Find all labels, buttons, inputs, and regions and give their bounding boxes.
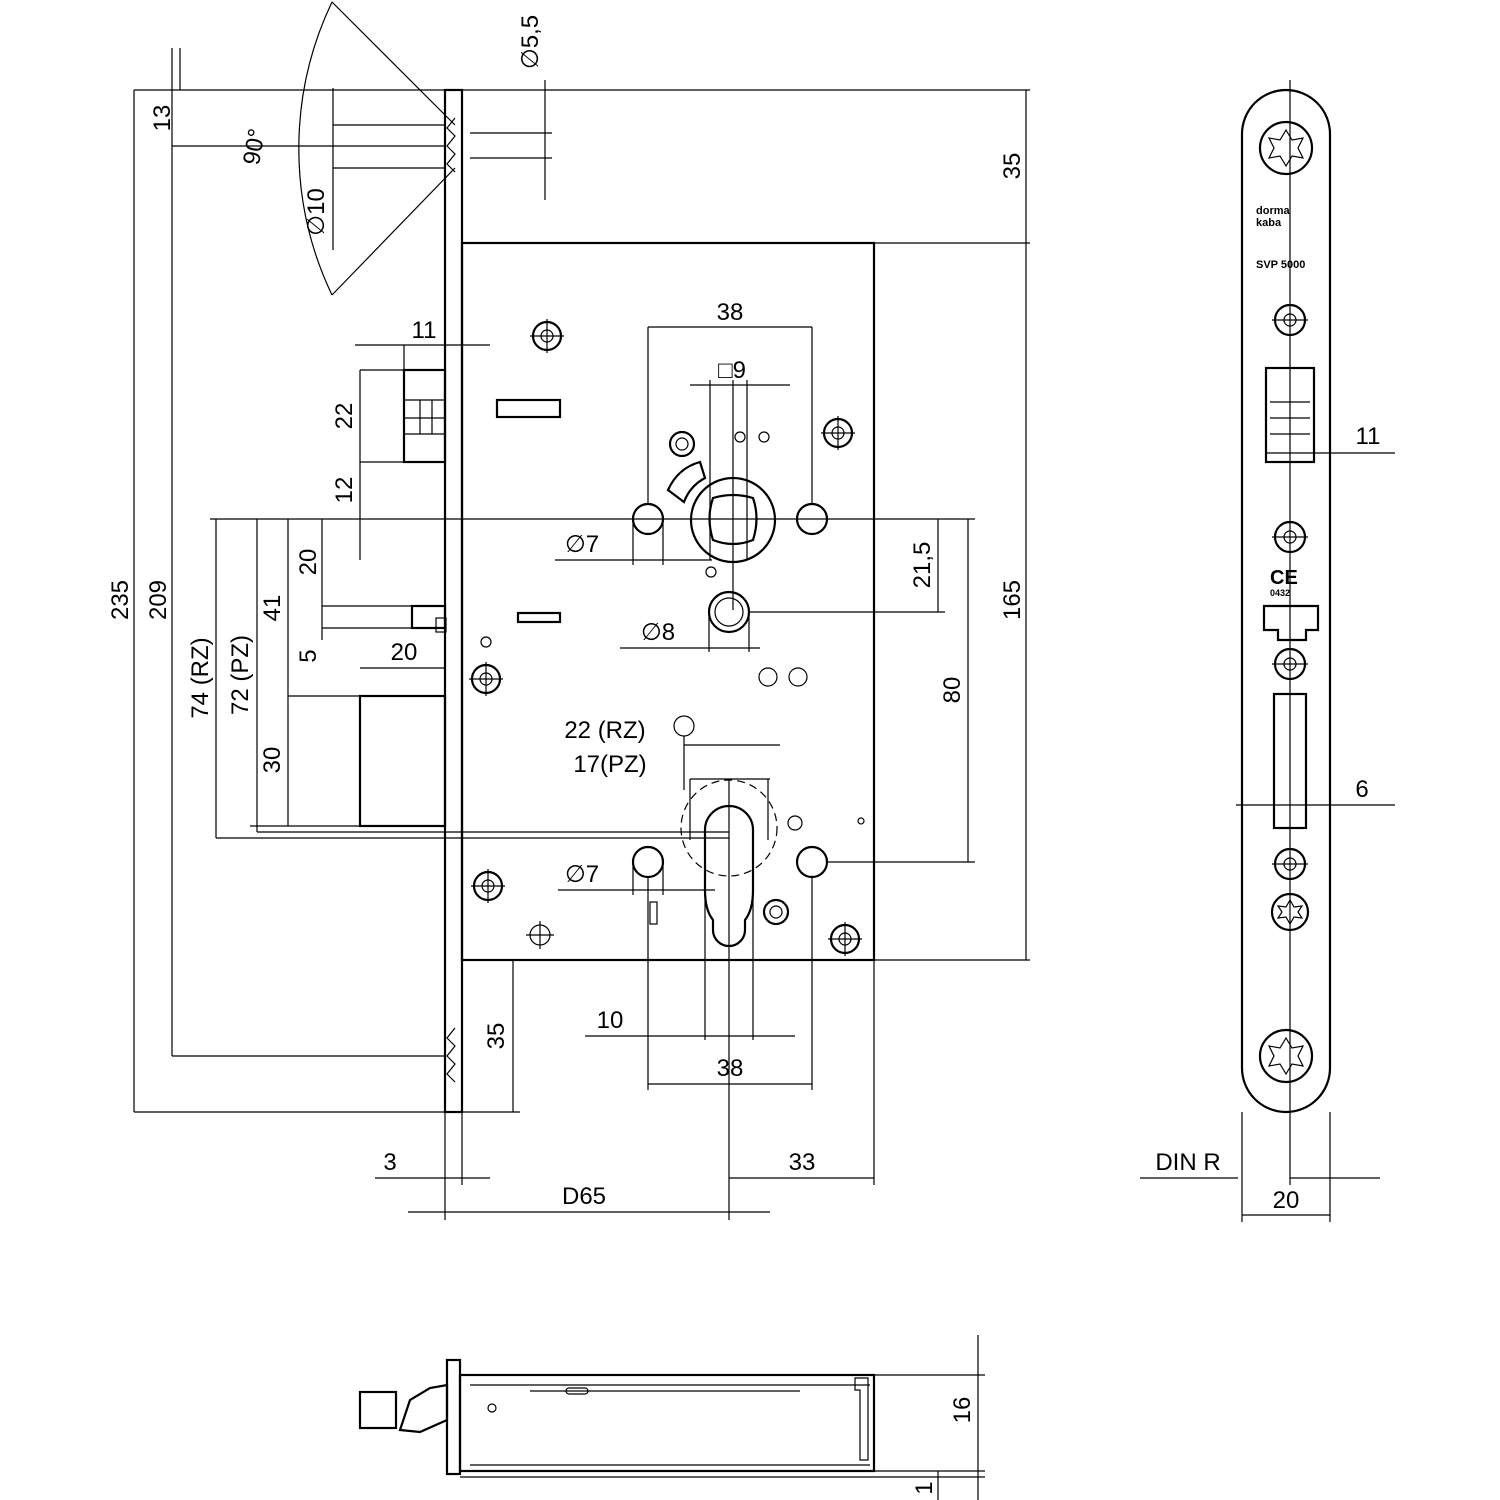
model-label: SVP 5000 bbox=[1256, 259, 1305, 271]
through-hole-lower-left bbox=[631, 845, 665, 879]
dim-209: 209 bbox=[145, 580, 172, 620]
dim-12: 12 bbox=[331, 477, 358, 504]
side-view: 16 1 bbox=[358, 1335, 985, 1500]
dim-dia-10: ∅10 bbox=[303, 188, 330, 236]
dim-235: 235 bbox=[107, 580, 134, 620]
small-pins bbox=[480, 431, 865, 949]
faceplate-outline bbox=[1240, 88, 1332, 1114]
spindle-hub bbox=[689, 380, 777, 610]
dim-dia-7-bottom: ∅7 bbox=[565, 861, 599, 888]
dim-20-horizontal: 20 bbox=[391, 639, 418, 666]
dim-13: 13 bbox=[149, 105, 176, 132]
dim-41: 41 bbox=[259, 595, 286, 622]
forend-screw-top bbox=[446, 117, 456, 173]
dim-74-rz: 74 (RZ) bbox=[187, 637, 214, 718]
screw-low-1 bbox=[471, 869, 505, 903]
screw-top-2 bbox=[821, 416, 855, 450]
dim-72-pz: 72 (PZ) bbox=[227, 635, 254, 715]
screw-mid bbox=[469, 662, 503, 696]
side-case bbox=[458, 1373, 876, 1473]
forend-screw-bottom bbox=[446, 1027, 456, 1083]
side-dim-1: 1 bbox=[911, 1481, 938, 1494]
angle-arc bbox=[298, 1, 333, 296]
dim-21-5: 21,5 bbox=[909, 542, 936, 589]
screw-low-3 bbox=[762, 898, 790, 926]
front-view: 13 90° ∅10 ∅5,5 35 11 38 □9 22 12 ∅7 20 … bbox=[107, 1, 1030, 1220]
forend-plate bbox=[443, 88, 464, 1114]
faceplate-screw-1 bbox=[1272, 303, 1308, 337]
faceplate-screw-4 bbox=[1272, 847, 1308, 881]
dim-22-rz: 22 (RZ) bbox=[564, 717, 645, 744]
dim-35-top: 35 bbox=[999, 153, 1026, 180]
dim-11: 11 bbox=[412, 317, 437, 344]
faceplate-screw-3 bbox=[1272, 647, 1308, 681]
dim-33: 33 bbox=[789, 1149, 816, 1176]
faceplate-screw-2 bbox=[1272, 520, 1308, 554]
slot-upper bbox=[495, 398, 562, 419]
faceplate-deadbolt-opening bbox=[1272, 692, 1308, 830]
dim-30: 30 bbox=[259, 747, 286, 774]
torx-screw-bottom bbox=[1258, 1028, 1314, 1084]
faceplate-dim-20: 20 bbox=[1273, 1187, 1300, 1214]
screw-top-1 bbox=[530, 319, 564, 353]
faceplate-dim-11: 11 bbox=[1356, 423, 1381, 450]
dim-square-9: □9 bbox=[718, 357, 746, 384]
dim-38-top: 38 bbox=[717, 299, 744, 326]
auxiliary-pin bbox=[410, 604, 447, 633]
brand-name-line1: dorma bbox=[1256, 205, 1291, 217]
dim-angle-90: 90° bbox=[238, 126, 271, 166]
ce-number: 0432 bbox=[1270, 588, 1290, 598]
hub-cam bbox=[666, 460, 707, 504]
screw-low-2 bbox=[828, 922, 862, 956]
cylinder-profile bbox=[680, 779, 778, 1090]
faceplate-aux-opening bbox=[1262, 604, 1320, 642]
faceplate-view: dorma kaba SVP 5000 CE 0432 11 6 DIN R 2… bbox=[1140, 80, 1395, 1222]
lock-case bbox=[460, 241, 876, 962]
screw-hub bbox=[668, 430, 696, 458]
dim-22: 22 bbox=[331, 403, 358, 430]
dim-5: 5 bbox=[295, 649, 322, 662]
dimension-lines bbox=[133, 48, 1030, 1220]
din-r-label: DIN R bbox=[1155, 1149, 1220, 1176]
deadbolt bbox=[358, 694, 447, 828]
dim-dia-7-top: ∅7 bbox=[565, 531, 599, 558]
side-deadbolt bbox=[358, 1390, 398, 1430]
dim-20-vertical: 20 bbox=[295, 549, 322, 576]
latch-bolt bbox=[402, 368, 447, 464]
side-forend bbox=[445, 1358, 462, 1476]
faceplate-dim-6: 6 bbox=[1355, 776, 1368, 803]
dim-165: 165 bbox=[999, 580, 1026, 620]
dim-35-bottom: 35 bbox=[483, 1023, 510, 1050]
brand-name-line2: kaba bbox=[1256, 217, 1282, 229]
faceplate-dimension-lines bbox=[1140, 452, 1395, 1222]
dim-80: 80 bbox=[939, 677, 966, 704]
torx-screw-top bbox=[1258, 120, 1314, 176]
dim-17-pz: 17(PZ) bbox=[573, 751, 646, 778]
faceplate-latch-opening bbox=[1264, 366, 1316, 464]
dim-10: 10 bbox=[597, 1007, 624, 1034]
dim-38-bottom: 38 bbox=[717, 1055, 744, 1082]
dim-3: 3 bbox=[383, 1149, 396, 1176]
dim-dia-8: ∅8 bbox=[641, 619, 675, 646]
side-latch bbox=[398, 1383, 449, 1434]
torx-screw-small bbox=[1270, 892, 1310, 932]
ce-mark: CE bbox=[1270, 567, 1298, 589]
dim-d65: D65 bbox=[562, 1183, 606, 1210]
dim-dia-5-5: ∅5,5 bbox=[517, 15, 544, 69]
slot-mid bbox=[516, 611, 562, 624]
side-dim-16: 16 bbox=[949, 1397, 976, 1424]
through-hole-lower-right bbox=[795, 845, 829, 879]
